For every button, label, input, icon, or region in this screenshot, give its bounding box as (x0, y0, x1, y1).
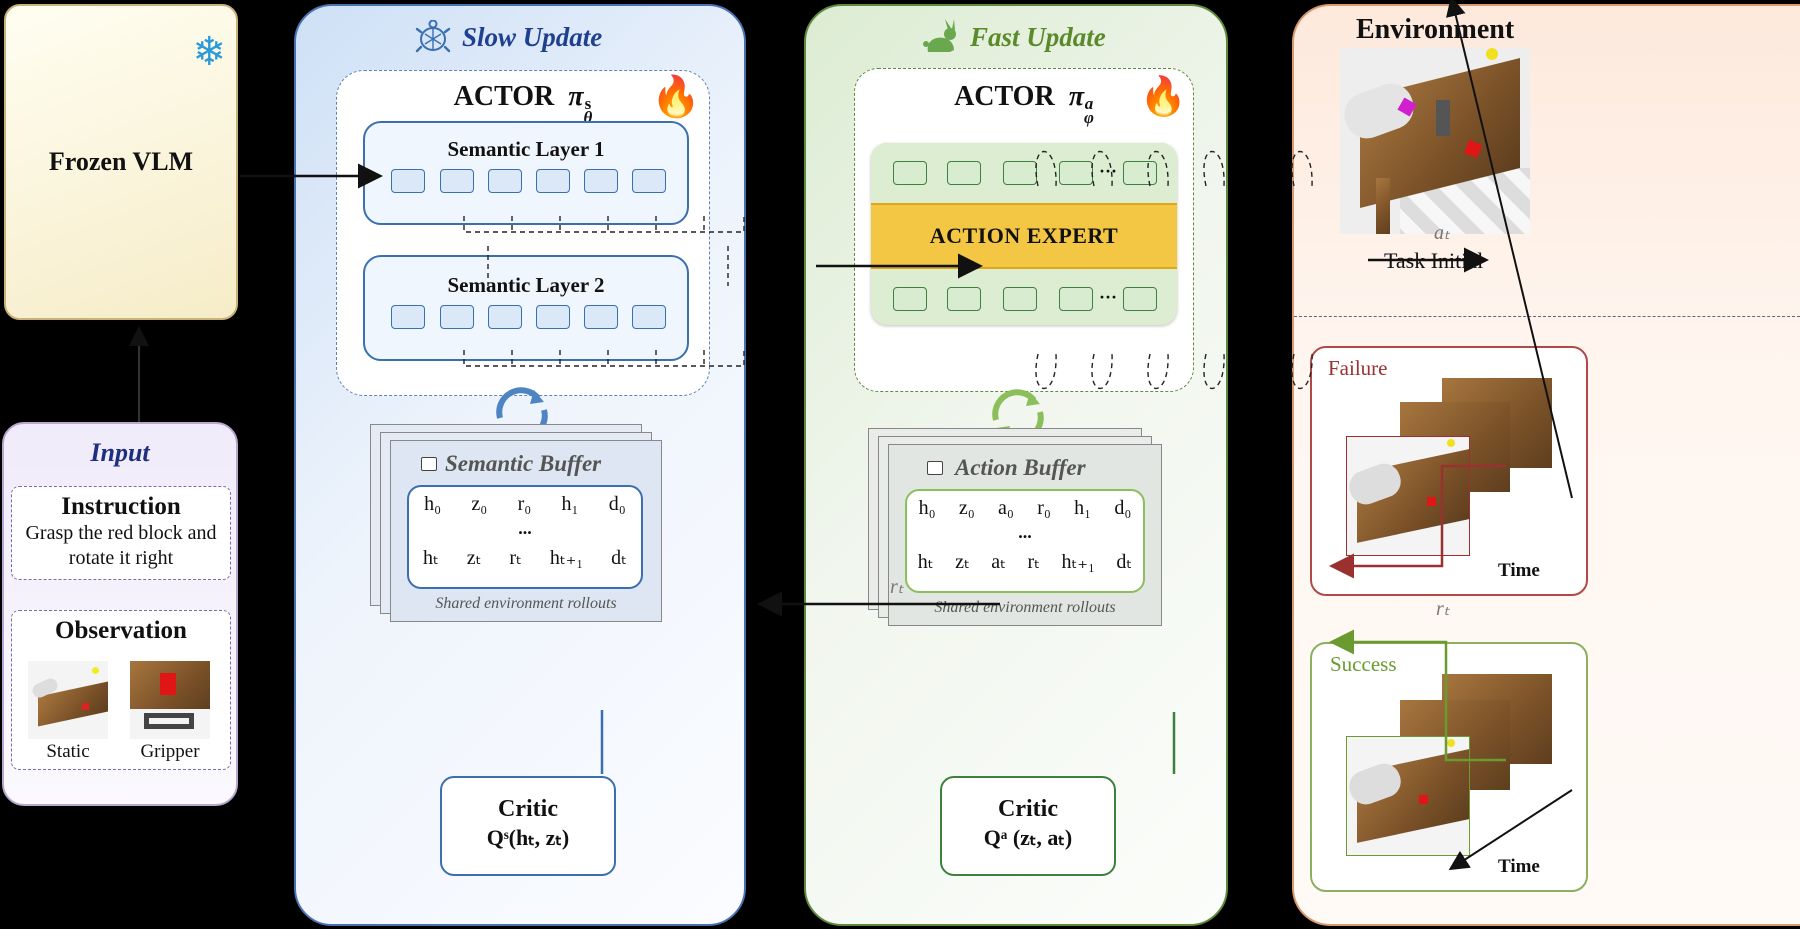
static-label: Static (46, 741, 90, 762)
input-title: Input (90, 438, 150, 467)
semantic-layer-2-label: Semantic Layer 2 (447, 273, 605, 297)
gripper-label: Gripper (140, 741, 200, 762)
frozen-vlm-box: Frozen VLM ❄ (4, 4, 238, 320)
task-initial-image (1340, 48, 1530, 234)
semantic-token (536, 305, 570, 329)
environment-divider (1294, 316, 1800, 317)
success-label: Success (1330, 652, 1397, 676)
instruction-title: Instruction (61, 493, 181, 520)
semantic-token (391, 169, 425, 193)
semantic-token (391, 305, 425, 329)
fast-critic-box: Critic Qᵃ (zₜ, aₜ) (940, 776, 1116, 876)
instruction-text: Grasp the red block and rotate it right (25, 522, 217, 569)
snowflake-icon: ❄ (192, 29, 226, 74)
failure-box: Failure Time (1310, 346, 1588, 596)
semantic-token (488, 169, 522, 193)
semantic-buffer-title: Semantic Buffer (445, 451, 602, 476)
action-token (1059, 161, 1093, 185)
fire-icon: 🔥 (1139, 76, 1187, 118)
observation-box: Observation Static Gripper (11, 610, 231, 770)
task-initial-label: Task Initial (1384, 248, 1484, 273)
action-token (947, 161, 981, 185)
failure-frame-image (1346, 436, 1470, 556)
static-camera-image (28, 661, 108, 739)
semantic-token (632, 169, 666, 193)
semantic-layer-1-label: Semantic Layer 1 (447, 137, 605, 161)
action-expert-bar: ACTION EXPERT (871, 203, 1177, 269)
semantic-token (488, 305, 522, 329)
environment-title: Environment (1356, 14, 1515, 45)
observation-title: Observation (55, 617, 187, 644)
action-buffer-ellipsis: ... (1018, 522, 1032, 542)
success-box: Success Time (1310, 642, 1588, 892)
failure-label: Failure (1328, 356, 1388, 380)
rabbit-icon (920, 18, 960, 63)
semantic-token (584, 305, 618, 329)
fire-icon: 🔥 (651, 74, 701, 119)
semantic-token (632, 305, 666, 329)
token-ellipsis: ··· (1099, 287, 1118, 307)
semantic-buffer-caption: Shared environment rollouts (435, 595, 617, 612)
slow-update-title: Slow Update (462, 22, 603, 52)
success-frame-image (1346, 736, 1470, 856)
instruction-box: Instruction Grasp the red block and rota… (11, 486, 231, 580)
reward-label-env: rₜ (1436, 598, 1450, 620)
action-token (947, 287, 981, 311)
environment-panel: Environment Task Initial Failure Time Su… (1292, 4, 1800, 926)
slow-critic-formula: Qˢ(hₜ, zₜ) (486, 825, 570, 850)
reward-label-slow: rₜ (890, 576, 904, 598)
action-token (1003, 287, 1037, 311)
checkbox-icon (927, 461, 943, 475)
token-ellipsis: ··· (1099, 161, 1118, 181)
gripper-camera-image (130, 661, 210, 739)
checkbox-icon (421, 457, 437, 471)
failure-time-label: Time (1498, 560, 1540, 581)
action-buffer-caption: Shared environment rollouts (934, 599, 1116, 616)
fast-critic-title: Critic (998, 796, 1058, 822)
action-token (1003, 161, 1037, 185)
semantic-token (584, 169, 618, 193)
action-token (893, 287, 927, 311)
semantic-token (536, 169, 570, 193)
turtle-icon (414, 19, 451, 54)
input-panel: Input Instruction Grasp the red block an… (2, 422, 238, 806)
slow-critic-box: Critic Qˢ(hₜ, zₜ) (440, 776, 616, 876)
action-token (1123, 287, 1157, 311)
semantic-token (440, 169, 474, 193)
action-token (1123, 161, 1157, 185)
action-output-label: aₜ (1434, 222, 1450, 244)
fast-update-title: Fast Update (970, 22, 1106, 52)
semantic-token (440, 305, 474, 329)
semantic-buffer-ellipsis: ... (518, 518, 532, 538)
slow-critic-title: Critic (498, 796, 558, 822)
action-token (1059, 287, 1093, 311)
frozen-vlm-label: Frozen VLM (48, 147, 194, 176)
success-time-label: Time (1498, 856, 1540, 877)
action-buffer-title: Action Buffer (955, 455, 1086, 480)
action-token (893, 161, 927, 185)
fast-critic-formula: Qᵃ (zₜ, aₜ) (983, 825, 1073, 850)
